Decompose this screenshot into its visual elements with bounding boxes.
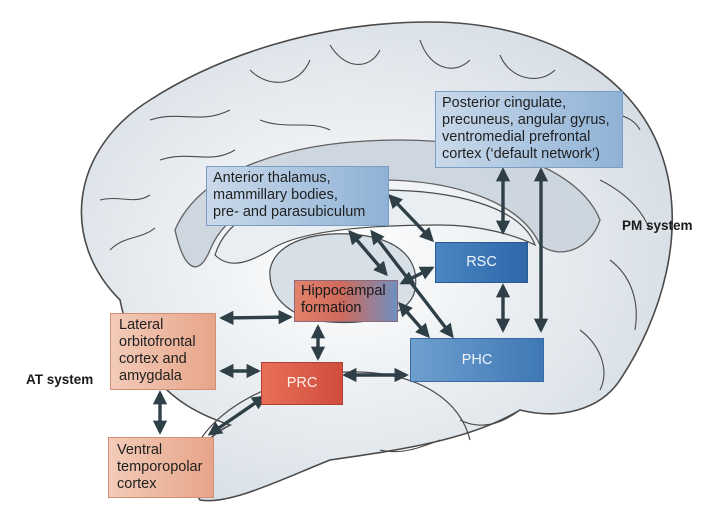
arrow-hippocampal-rsc bbox=[399, 266, 435, 285]
anterior-thalamus-box: Anterior thalamus, mammillary bodies, pr… bbox=[206, 166, 389, 226]
connections bbox=[152, 167, 549, 436]
arrow-hippocampal-phc bbox=[398, 301, 430, 339]
arrow-prc-ventral bbox=[207, 395, 267, 436]
phc-box: PHC bbox=[410, 338, 544, 382]
arrow-lateral-hippocampal bbox=[219, 310, 293, 325]
ventral-temporopolar-box: Ventral temporopolar cortex bbox=[108, 437, 214, 498]
prc-box: PRC bbox=[261, 362, 343, 405]
at-system-label: AT system bbox=[26, 372, 94, 387]
sulci bbox=[99, 39, 651, 453]
pm-system-label: PM system bbox=[622, 218, 693, 233]
rsc-box: RSC bbox=[435, 242, 528, 283]
posterior-cingulate-box: Posterior cingulate, precuneus, angular … bbox=[435, 91, 623, 168]
hippocampal-formation-box: Hippocampal formation bbox=[294, 280, 398, 322]
lateral-orbitofrontal-box: Lateral orbitofrontal cortex and amygdal… bbox=[110, 313, 216, 390]
